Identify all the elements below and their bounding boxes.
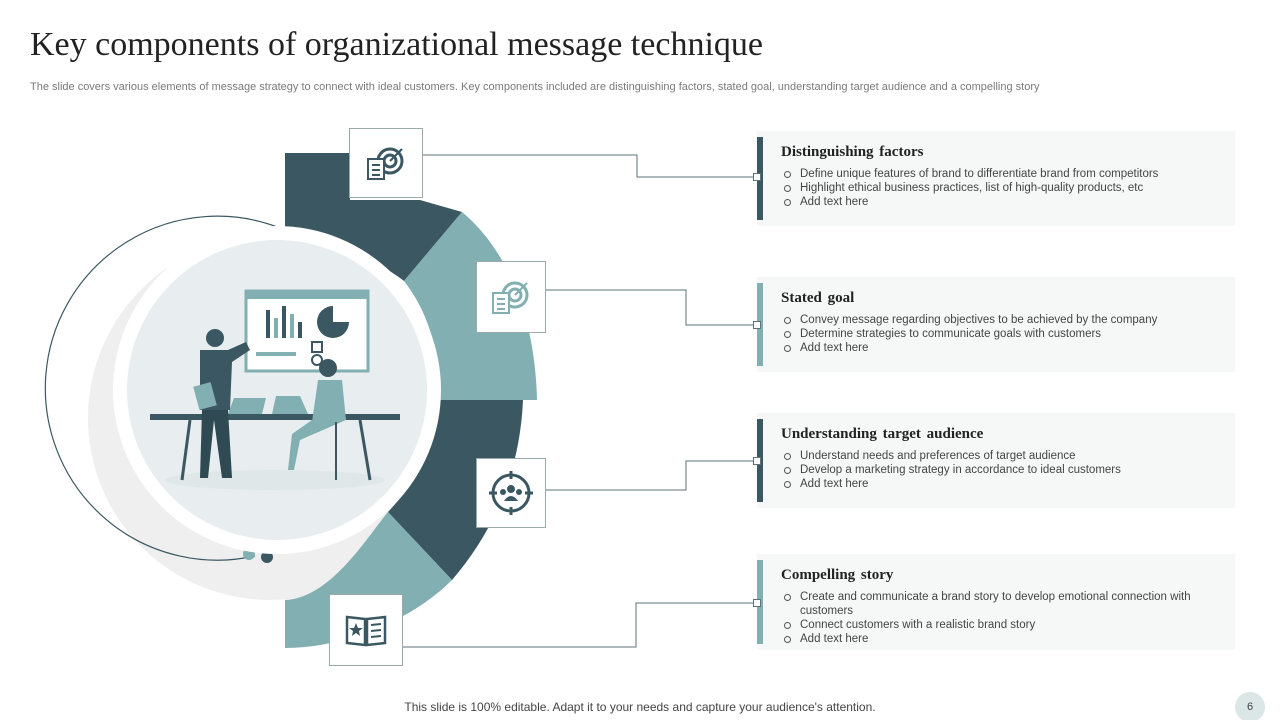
connector-node <box>753 457 761 465</box>
inner-circle <box>127 240 427 540</box>
connector-node <box>753 599 761 607</box>
card-heading: Understanding target audience <box>781 426 984 442</box>
page-number-badge: 6 <box>1235 692 1265 720</box>
card-heading: Stated goal <box>781 290 855 306</box>
bullet-item: Create and communicate a brand story to … <box>783 590 1213 618</box>
bullet-item: Convey message regarding objectives to b… <box>783 313 1213 327</box>
card-bullets: Define unique features of brand to diffe… <box>783 167 1213 209</box>
slide-footer-note: This slide is 100% editable. Adapt it to… <box>404 700 876 714</box>
bullet-item: Highlight ethical business practices, li… <box>783 181 1213 195</box>
segment-compelling-story <box>285 512 452 648</box>
slide-subtitle: The slide covers various elements of mes… <box>30 81 1040 93</box>
target-checklist-icon <box>367 147 404 180</box>
bullet-item: Define unique features of brand to diffe… <box>783 167 1213 181</box>
connector-stated-goal <box>545 289 757 326</box>
connector-distinguishing-factors <box>423 154 757 178</box>
bullet-item: Understand needs and preferences of targ… <box>783 449 1213 463</box>
connector-compelling-story <box>402 602 757 648</box>
card-target-audience: Understanding target audience Understand… <box>753 413 1235 508</box>
story-book-icon <box>345 615 387 647</box>
bullet-item: Add text here <box>783 632 1213 646</box>
components-ring-diagram <box>44 153 757 648</box>
icon-box-compelling-story <box>329 594 403 666</box>
connector-node <box>753 173 761 181</box>
bullet-item: Determine strategies to communicate goal… <box>783 327 1213 341</box>
card-heading: Compelling story <box>781 567 894 583</box>
bullet-item: Add text here <box>783 341 1213 355</box>
card-compelling-story: Compelling story Create and communicate … <box>753 554 1235 650</box>
segment-stated-goal <box>404 212 537 400</box>
bullet-item: Develop a marketing strategy in accordan… <box>783 463 1213 477</box>
bullet-item: Connect customers with a realistic brand… <box>783 618 1213 632</box>
bullet-item: Add text here <box>783 477 1213 491</box>
icon-box-stated-goal <box>476 261 546 333</box>
ring-dot-dark <box>261 551 273 563</box>
connector-node <box>753 321 761 329</box>
connector-target-audience <box>546 460 757 491</box>
target-checklist-icon <box>492 281 529 314</box>
meeting-illustration <box>150 289 400 490</box>
card-heading: Distinguishing factors <box>781 144 924 160</box>
card-stated-goal: Stated goal Convey message regarding obj… <box>753 277 1235 372</box>
card-distinguishing-factors: Distinguishing factors Define unique fea… <box>753 131 1235 226</box>
segment-distinguishing-factors <box>285 153 462 281</box>
card-bullets: Create and communicate a brand story to … <box>783 590 1213 646</box>
audience-target-icon <box>489 471 533 515</box>
slide-title: Key components of organizational message… <box>30 26 763 63</box>
card-bullets: Understand needs and preferences of targ… <box>783 449 1213 491</box>
icon-box-target-audience <box>476 458 546 528</box>
icon-box-distinguishing-factors <box>349 128 423 198</box>
bullet-item: Add text here <box>783 195 1213 209</box>
card-bullets: Convey message regarding objectives to b… <box>783 313 1213 355</box>
ring-arc-line <box>44 215 281 561</box>
segment-target-audience <box>388 400 523 580</box>
